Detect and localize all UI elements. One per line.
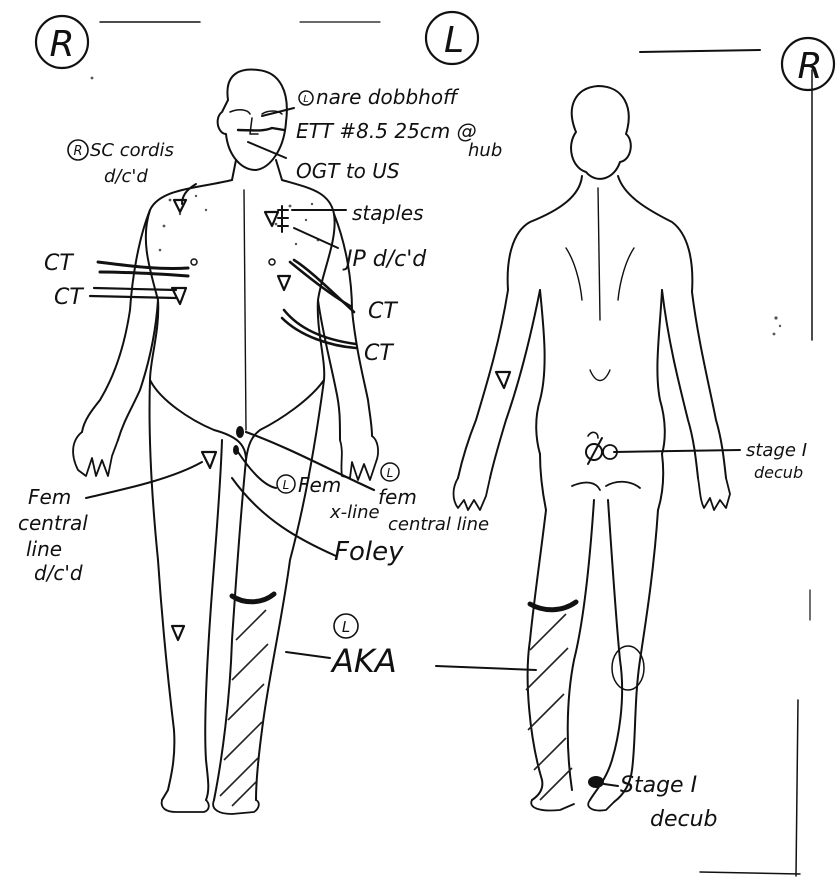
circled-L: L: [426, 12, 478, 64]
triangle-right-knee: [172, 626, 184, 640]
ogt-label: OGT to US: [296, 159, 400, 183]
front-site-marks: [172, 200, 290, 640]
fem-central-line3: line: [26, 537, 62, 561]
ct-left-upper-label: CT: [368, 299, 398, 324]
stage1-sacral-line2: decub: [754, 463, 803, 482]
ct-right-upper-label: CT: [44, 251, 74, 276]
aka-label: AKA: [330, 642, 397, 680]
fem-central-line1: Fem: [28, 485, 71, 509]
ct-left-lower-label: CT: [364, 341, 394, 366]
sc-prefix: R: [73, 144, 82, 159]
stage1-sacral-line1: stage I: [746, 440, 807, 461]
l-fem-xline-label-2: x-line: [329, 502, 380, 523]
nare-prefix: L: [303, 94, 309, 105]
l-fem-prefix: L: [387, 466, 394, 480]
front-annotations: L nare dobbhoff ETT #8.5 25cm @ hub OGT …: [18, 85, 502, 680]
ett-hub-label: hub: [468, 140, 502, 161]
triangle-back-arm: [496, 372, 510, 388]
sacral-decub-mark: [586, 432, 617, 464]
front-leader-lines: [86, 108, 536, 670]
circled-R-front: R: [36, 16, 88, 68]
fem-central-line4: d/c'd: [34, 561, 83, 585]
foley-label: Foley: [334, 537, 404, 567]
side-label-front-right: R: [49, 24, 74, 65]
l-fem-label-1: fem: [378, 485, 417, 509]
sc-dc-label: d/c'd: [104, 166, 148, 187]
stage1-heel-line2: decub: [650, 807, 718, 832]
circled-R-back: R: [782, 38, 834, 90]
l-fem-central-dot: [236, 426, 244, 438]
back-aka-hatch: [526, 614, 572, 800]
triangle-sc-site: [174, 200, 186, 212]
staples-mark: [278, 206, 288, 232]
side-label-back-right: R: [797, 46, 822, 87]
back-site-marks: [496, 372, 617, 788]
stage1-heel-line1: Stage I: [620, 773, 697, 798]
heel-decub-dot: [588, 776, 604, 788]
ct-right-lower-label: CT: [54, 285, 84, 310]
triangle-ct-left: [278, 276, 290, 290]
back-body-figure: [454, 86, 731, 811]
triangle-fem-central: [202, 452, 216, 468]
side-label-front-left: L: [444, 20, 464, 61]
stray-specks: [91, 77, 782, 336]
aka-prefix: L: [342, 618, 350, 636]
page-edge-marks: [100, 22, 812, 876]
fem-central-line2: central: [18, 511, 88, 535]
nare-dobbhoff-label: nare dobbhoff: [316, 85, 460, 109]
l-fem-xline-prefix: L: [283, 478, 290, 492]
jp-label: JP d/c'd: [342, 247, 427, 272]
l-fem-label-2: central line: [388, 514, 489, 535]
staples-label: staples: [352, 201, 424, 225]
back-annotations: stage I decub Stage I decub: [620, 440, 807, 832]
ett-label: ETT #8.5 25cm @: [296, 119, 477, 143]
l-fem-xline-label-1: Fem: [298, 473, 341, 497]
sc-cordis-label: SC cordis: [90, 140, 174, 161]
